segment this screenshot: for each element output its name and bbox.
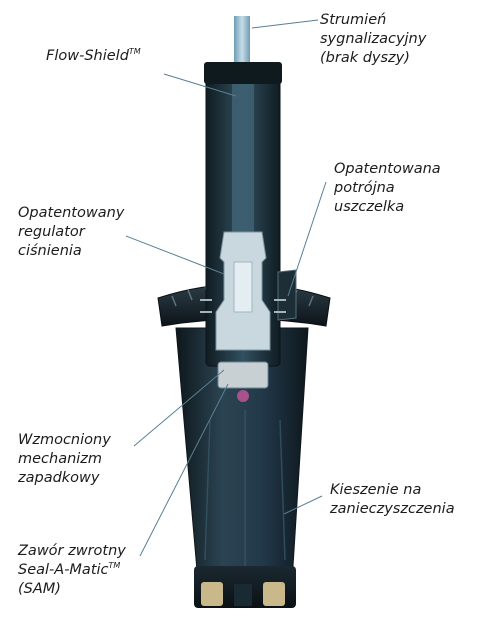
- label-pressure-regulator: Opatentowany regulator ciśnienia: [18, 204, 124, 261]
- label-triple-seal-line-1: Opatentowana: [334, 160, 441, 179]
- label-check-valve-line-3: (SAM): [18, 580, 126, 599]
- label-signal-stream-line-2: sygnalizacyjny: [320, 30, 470, 49]
- label-triple-seal-line-2: potrójna: [334, 179, 441, 198]
- label-flow-shield: Flow-ShieldTM: [46, 47, 141, 66]
- label-flow-shield-text: Flow-Shield: [46, 48, 129, 64]
- label-ratchet: Wzmocniony mechanizm zapadkowy: [18, 431, 111, 488]
- label-signal-stream: Strumień sygnalizacyjny (brak dyszy): [320, 11, 470, 68]
- label-ratchet-line-1: Wzmocniony: [18, 431, 111, 450]
- label-check-valve-line-2: Seal-A-MaticTM: [18, 561, 126, 580]
- leader-seal: [288, 182, 326, 296]
- check-valve: [237, 390, 249, 402]
- base-opening-left: [201, 582, 223, 606]
- ratchet-mechanism: [218, 362, 268, 388]
- label-pressure-regulator-line-3: ciśnienia: [18, 242, 124, 261]
- label-triple-seal: Opatentowana potrójna uszczelka: [334, 160, 441, 217]
- label-debris-pockets-line-1: Kieszenie na: [330, 481, 455, 500]
- leader-stream: [252, 20, 318, 28]
- regulator-core: [234, 262, 252, 312]
- label-check-valve-line-2-text: Seal-A-Matic: [18, 562, 109, 578]
- riser-top: [204, 62, 282, 84]
- label-check-valve: Zawór zwrotny Seal-A-MaticTM (SAM): [18, 542, 126, 599]
- label-pressure-regulator-line-2: regulator: [18, 223, 124, 242]
- label-ratchet-line-2: mechanizm: [18, 450, 111, 469]
- label-debris-pockets-line-2: zanieczyszczenia: [330, 500, 455, 519]
- base-center-post: [234, 584, 252, 606]
- label-triple-seal-line-3: uszczelka: [334, 198, 441, 217]
- label-pressure-regulator-line-1: Opatentowany: [18, 204, 124, 223]
- signal-stream: [234, 16, 250, 70]
- flow-shield: [232, 84, 254, 234]
- label-debris-pockets: Kieszenie na zanieczyszczenia: [330, 481, 455, 519]
- label-check-valve-line-1: Zawór zwrotny: [18, 542, 126, 561]
- base-opening-right: [263, 582, 285, 606]
- label-ratchet-line-3: zapadkowy: [18, 469, 111, 488]
- label-flow-shield-tm: TM: [129, 47, 141, 56]
- label-signal-stream-line-3: (brak dyszy): [320, 49, 470, 68]
- label-signal-stream-line-1: Strumień: [320, 11, 470, 30]
- label-check-valve-tm: TM: [109, 561, 121, 570]
